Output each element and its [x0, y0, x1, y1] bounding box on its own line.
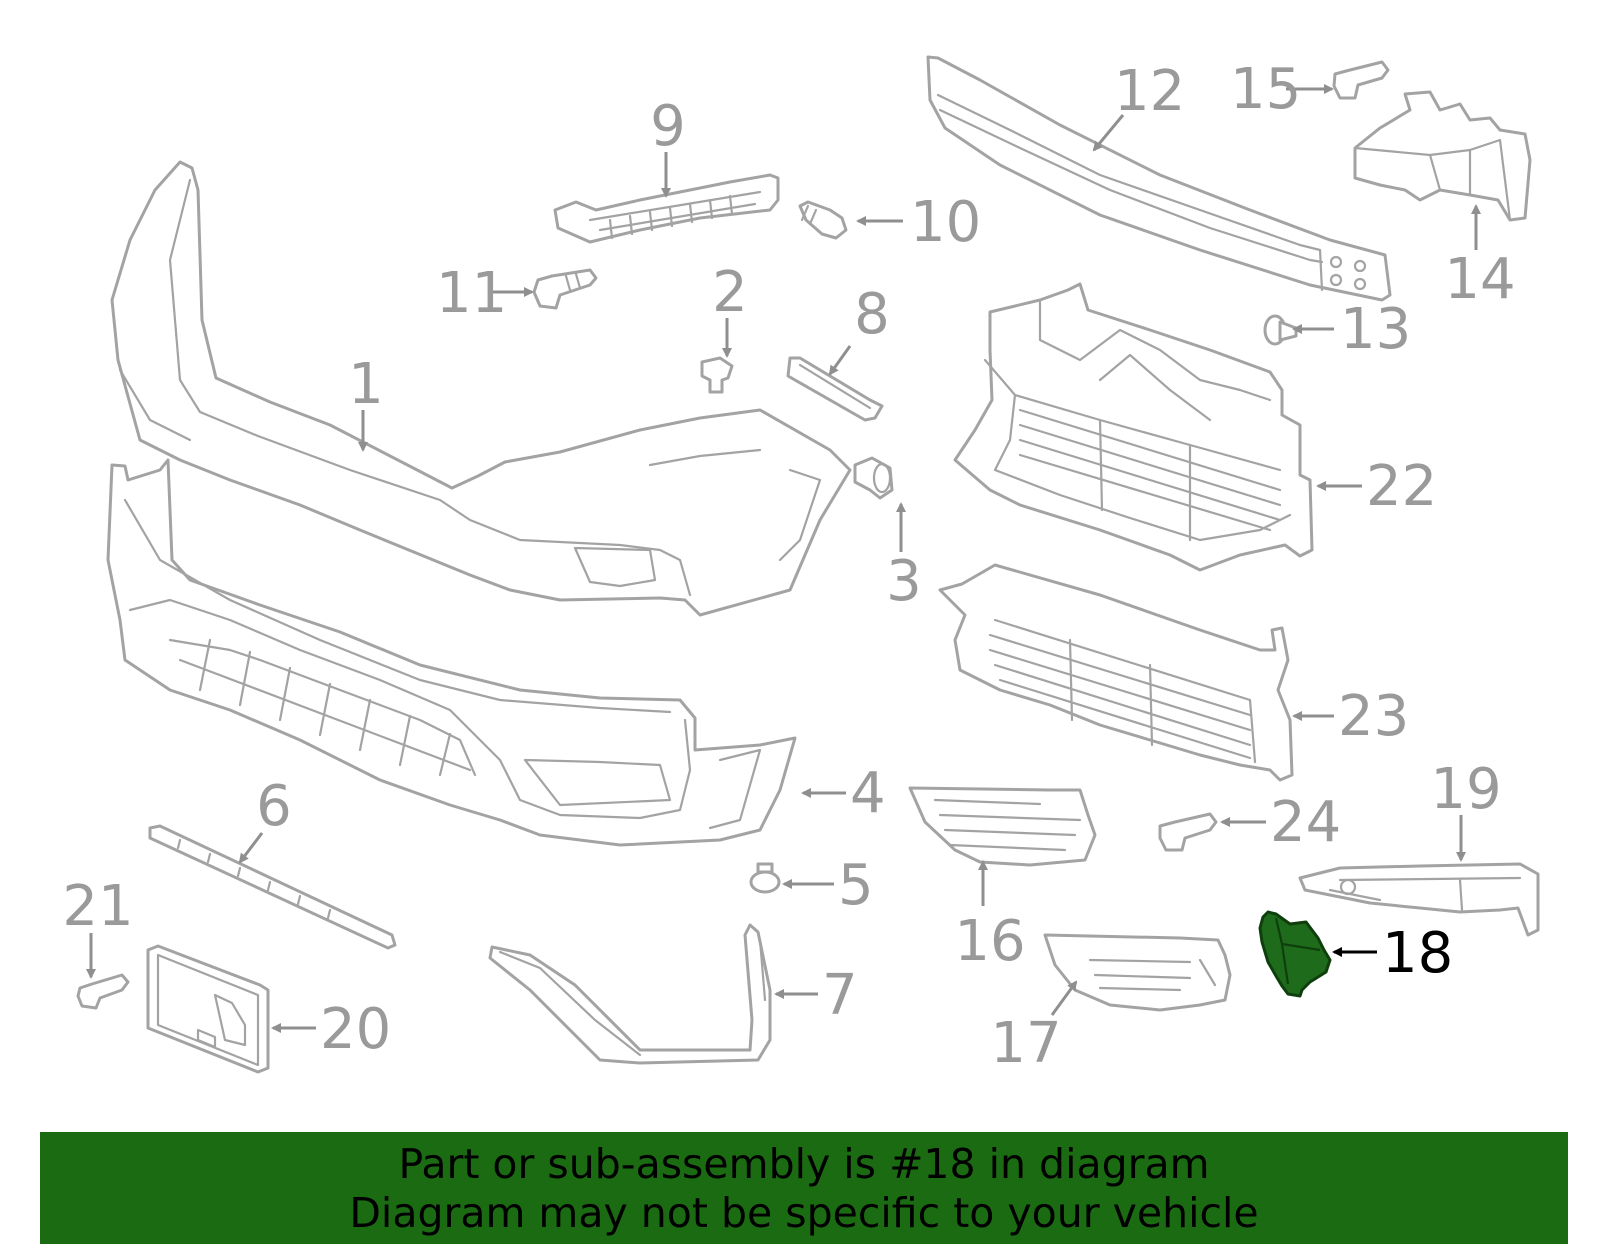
callout-23: 23: [1338, 684, 1409, 749]
callout-14: 14: [1444, 247, 1515, 312]
part-6-strip: [148, 824, 397, 950]
part-1-bumper-cover: [110, 160, 852, 617]
part-14-bracket: [1353, 90, 1532, 222]
part-12-reinforcement: [926, 55, 1392, 302]
leader-6: [238, 832, 264, 864]
info-banner: Part or sub-assembly is #18 in diagram D…: [40, 1132, 1568, 1244]
callout-13: 13: [1340, 297, 1411, 362]
part-16-grille-insert: [908, 786, 1097, 867]
part-5-clip: [749, 862, 781, 894]
callout-5: 5: [838, 853, 874, 918]
banner-line-disclaimer: Diagram may not be specific to your vehi…: [349, 1189, 1259, 1237]
part-4-lower-bumper: [106, 458, 797, 847]
banner-line-part: Part or sub-assembly is #18 in diagram: [398, 1140, 1210, 1188]
callout-labels: 1 2 3 4 5 6 7 8 9 10 11 12 13 14 15 16 1…: [62, 57, 1515, 1076]
part-9-bracket: [553, 173, 780, 244]
callout-18[interactable]: 18: [1382, 921, 1453, 986]
leader-lines: [86, 84, 1481, 1033]
callout-8: 8: [854, 282, 890, 347]
leader-17: [1050, 980, 1078, 1016]
callout-4: 4: [850, 761, 886, 826]
callout-22: 22: [1366, 454, 1437, 519]
part-23-shutter: [938, 563, 1294, 782]
part-19-side-bracket: [1298, 862, 1540, 937]
callout-7: 7: [822, 963, 858, 1028]
part-15-bolt: [1332, 60, 1390, 100]
part-2-clip: [700, 356, 734, 394]
part-7-lower-trim: [488, 923, 772, 1065]
callout-19: 19: [1430, 757, 1501, 822]
callout-10: 10: [910, 190, 981, 255]
part-18-highlighted-bracket[interactable]: [1258, 910, 1332, 998]
part-22-air-guide: [953, 282, 1314, 572]
part-13-pin: [1263, 314, 1298, 346]
callout-1: 1: [348, 352, 384, 417]
part-17-grille-insert: [1043, 933, 1232, 1012]
part-10-bolt: [798, 200, 848, 240]
callout-12: 12: [1114, 59, 1185, 124]
part-3-pin: [853, 456, 894, 500]
callout-9: 9: [650, 94, 686, 159]
leader-12: [1092, 114, 1125, 152]
callout-15: 15: [1230, 57, 1301, 122]
callout-6: 6: [256, 774, 292, 839]
callout-11: 11: [436, 261, 507, 326]
part-20-plate-bracket: [146, 944, 270, 1074]
callout-17: 17: [990, 1011, 1061, 1076]
callout-2: 2: [712, 260, 748, 325]
callout-24: 24: [1270, 790, 1341, 855]
callout-16: 16: [954, 909, 1025, 974]
part-11-bolt: [532, 268, 598, 310]
callout-20: 20: [320, 997, 391, 1062]
part-8-bracket: [786, 356, 884, 422]
part-24-bolt: [1158, 812, 1218, 852]
part-21-bolt: [76, 973, 130, 1010]
callout-3: 3: [886, 549, 922, 614]
leader-8: [828, 345, 852, 376]
callout-21: 21: [62, 874, 133, 939]
